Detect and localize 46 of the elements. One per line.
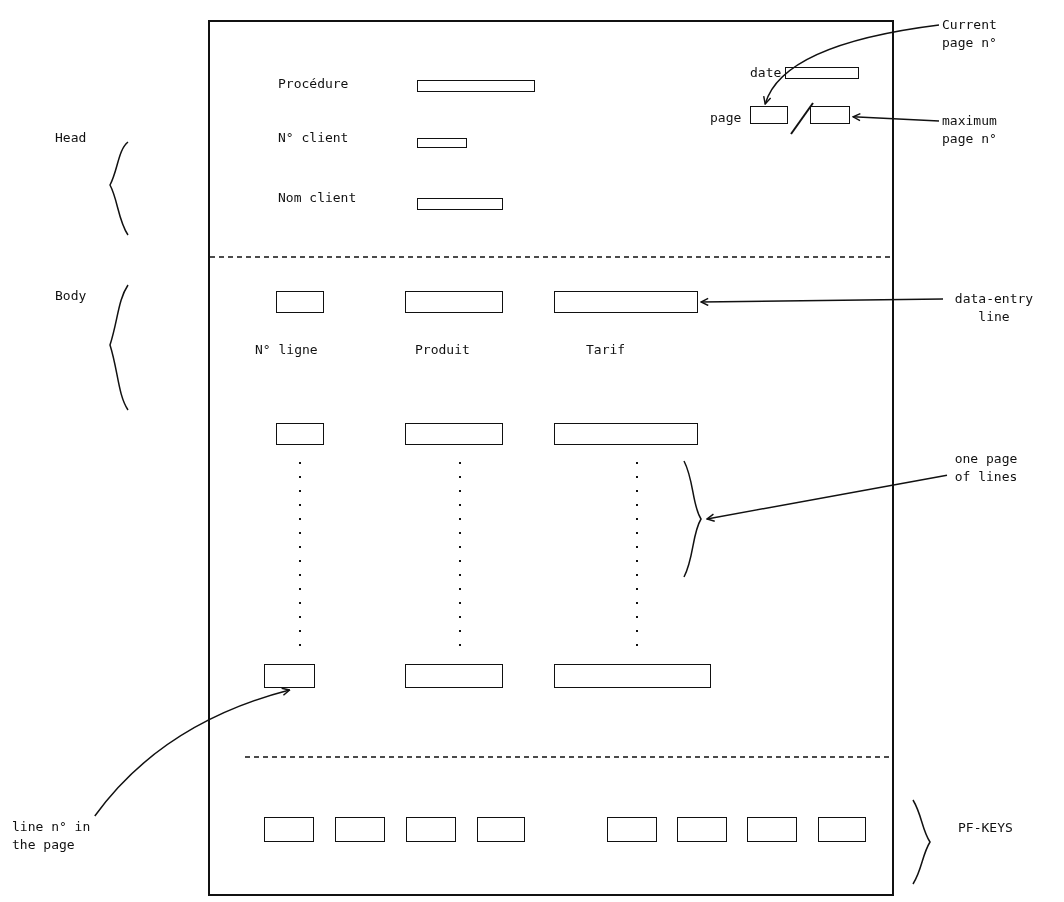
input-field <box>554 423 698 445</box>
callout-text: one page of lines <box>950 450 1022 486</box>
function-key-box <box>747 817 797 842</box>
function-key-box <box>677 817 727 842</box>
brace <box>682 460 704 578</box>
input-field <box>264 664 315 688</box>
section-label: Body <box>55 288 87 304</box>
function-key-box <box>406 817 456 842</box>
column-heading: Tarif <box>586 342 626 358</box>
function-key-box <box>477 817 525 842</box>
column-heading: N° ligne <box>255 342 318 358</box>
callout-text: maximum page n° <box>942 112 1014 148</box>
input-field <box>405 664 503 688</box>
input-field <box>417 138 467 148</box>
leader-arrow <box>94 687 291 817</box>
input-field <box>810 106 850 124</box>
function-key-box <box>264 817 314 842</box>
callout-text: Current page n° <box>942 16 1014 52</box>
field-label: page <box>710 110 742 126</box>
callout-text: line n° in the page <box>12 818 104 854</box>
input-field <box>417 198 503 210</box>
callout-text: data-entry line <box>946 290 1042 326</box>
leader-arrow <box>763 24 940 105</box>
leader-arrow <box>706 474 948 522</box>
input-field <box>417 80 535 92</box>
function-key-box <box>607 817 657 842</box>
input-field <box>405 291 503 313</box>
section-label: PF-KEYS <box>958 820 1013 836</box>
input-field <box>750 106 788 124</box>
function-key-box <box>818 817 866 842</box>
input-field <box>405 423 503 445</box>
field-label: date <box>750 65 782 81</box>
screen-frame <box>208 20 894 896</box>
section-label: Head <box>55 130 87 146</box>
column-heading: Produit <box>415 342 470 358</box>
input-field <box>276 423 324 445</box>
function-key-box <box>335 817 385 842</box>
input-field <box>554 664 711 688</box>
leader-arrow <box>852 112 940 122</box>
input-field <box>785 67 859 79</box>
input-field <box>276 291 324 313</box>
leader-arrow <box>700 297 944 307</box>
field-label: N° client <box>278 130 349 146</box>
input-field <box>554 291 698 313</box>
field-label: Nom client <box>278 190 357 206</box>
field-label: Procédure <box>278 76 349 92</box>
